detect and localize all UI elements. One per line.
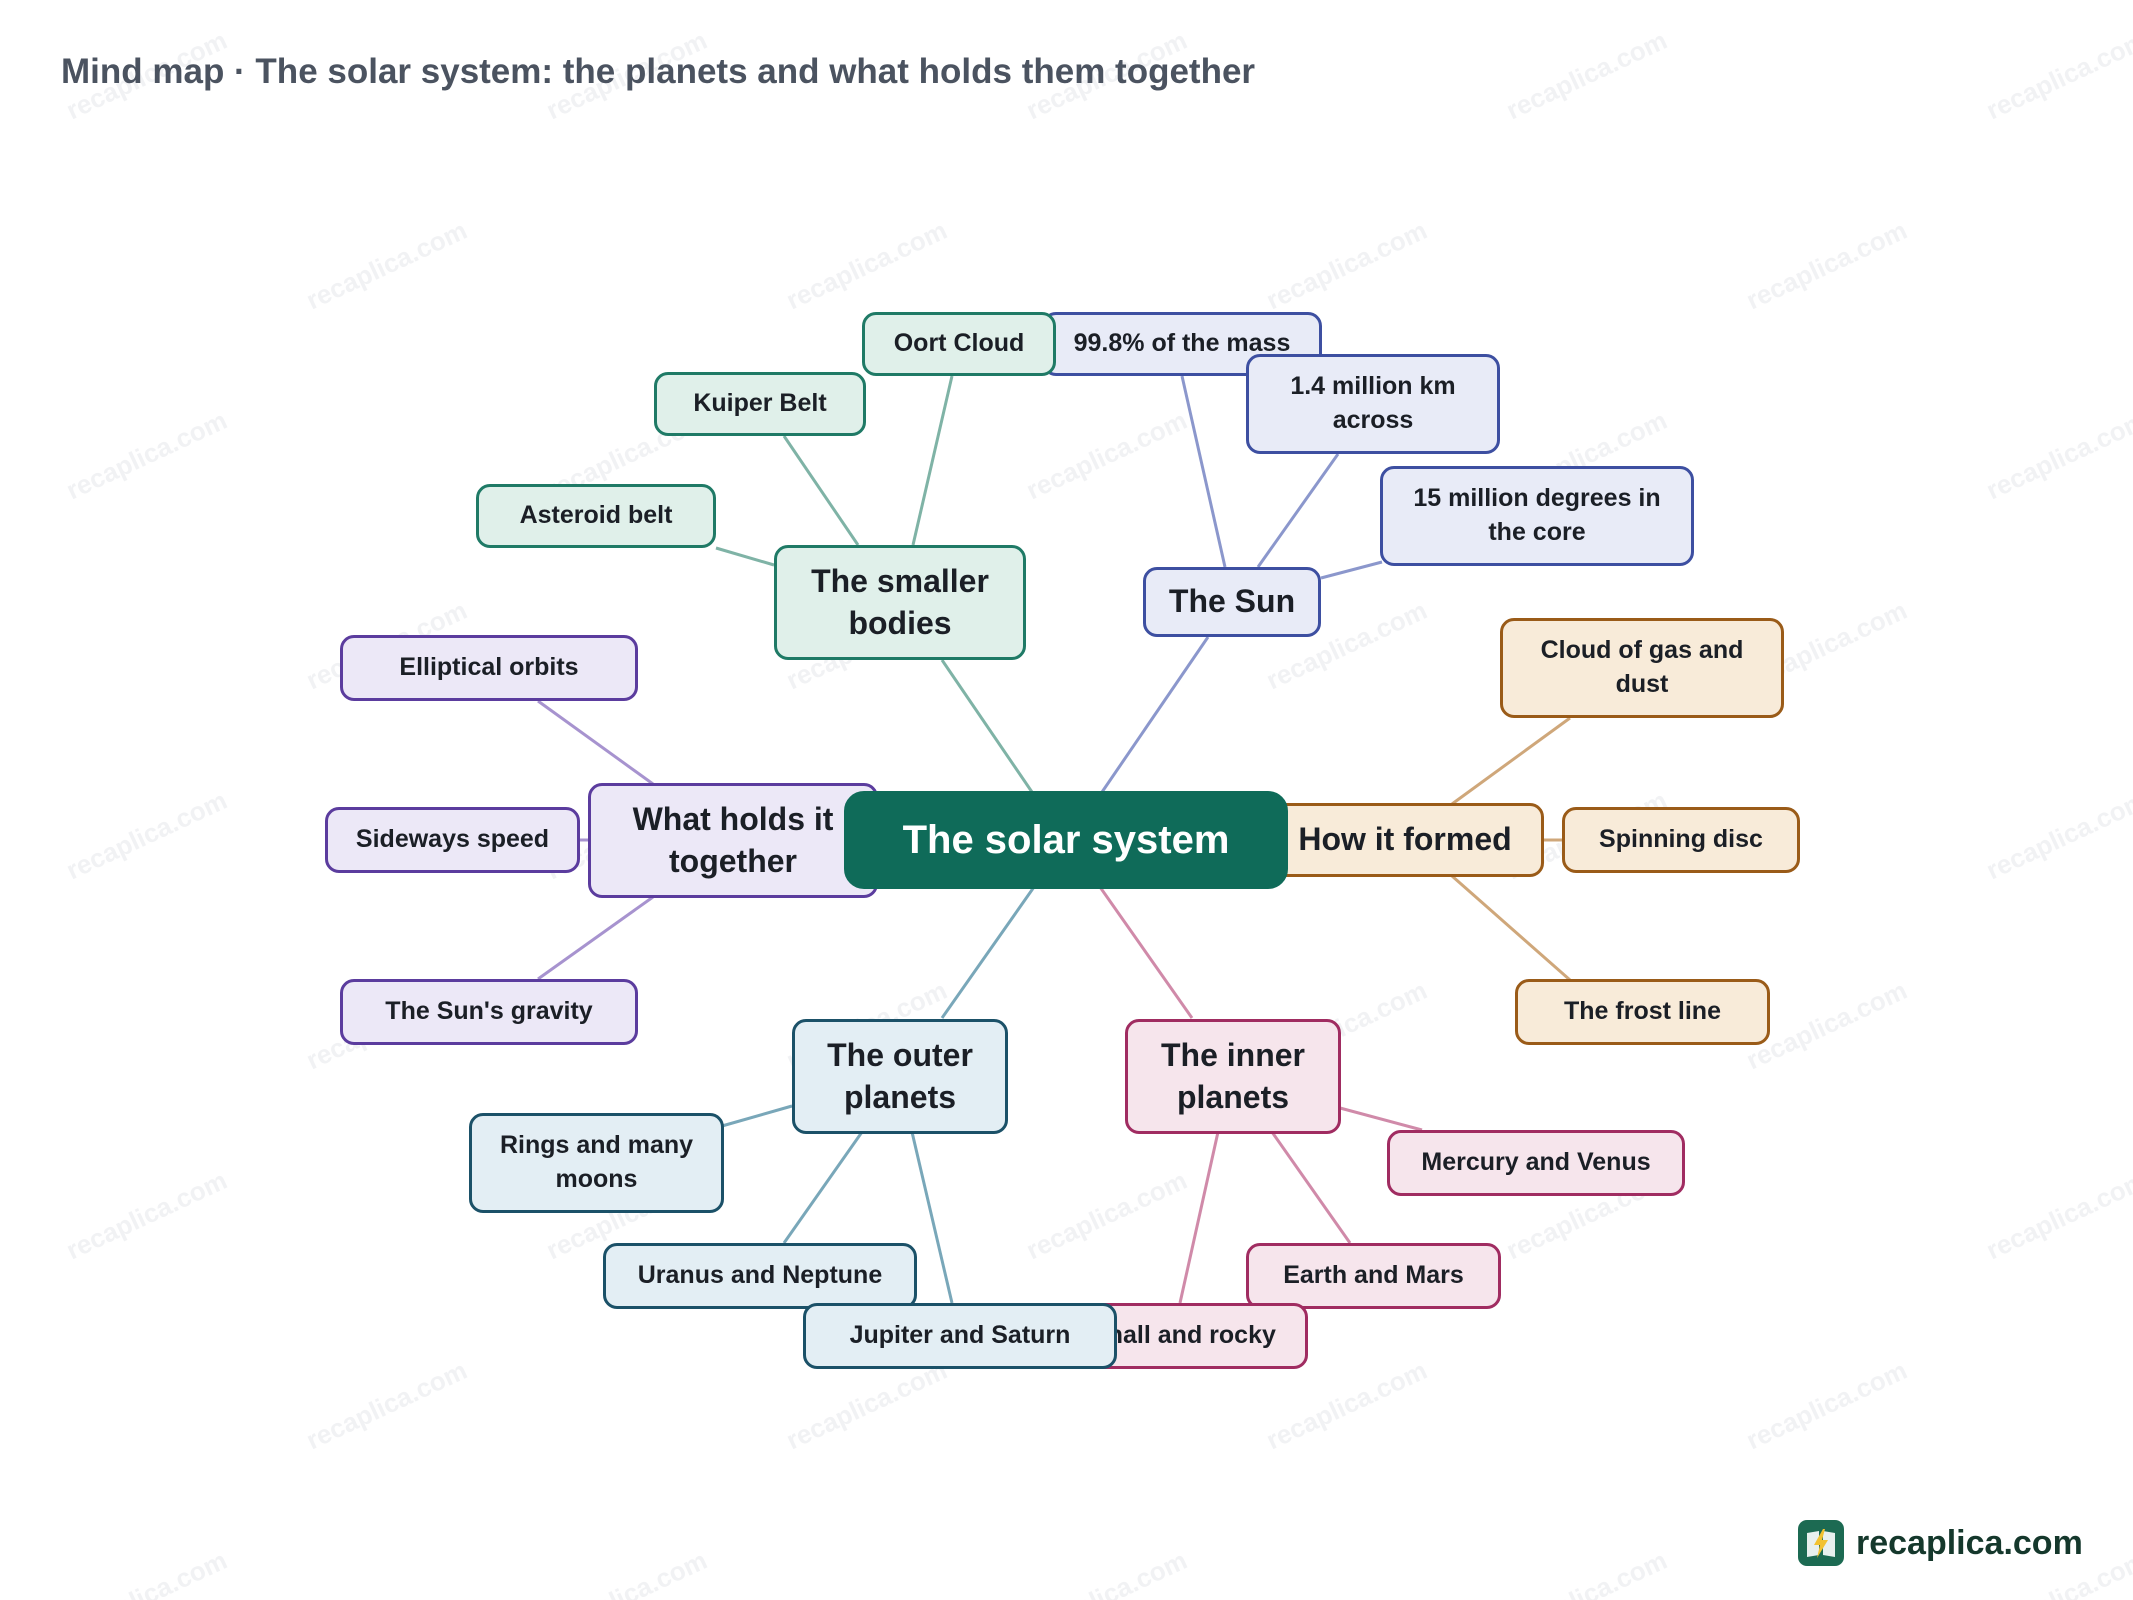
edge-hold-elliptical <box>537 699 654 786</box>
edge-outer-uranus <box>782 1131 864 1244</box>
node-branch-sun[interactable]: The Sun <box>1143 567 1321 637</box>
node-branch-outer[interactable]: The outer planets <box>792 1019 1008 1134</box>
edge-center-inner <box>1098 886 1194 1019</box>
lightning-book-icon <box>1798 1520 1844 1566</box>
edge-center-outer <box>940 886 1036 1019</box>
node-formed-disc[interactable]: Spinning disc <box>1562 807 1800 873</box>
edge-formed-frost <box>1451 874 1571 982</box>
edge-sun-across <box>1256 453 1340 568</box>
node-inner-earth[interactable]: Earth and Mars <box>1246 1243 1501 1309</box>
node-outer-uranus[interactable]: Uranus and Neptune <box>603 1243 917 1309</box>
edge-sun-degrees <box>1320 560 1383 580</box>
edge-inner-rocky <box>1178 1131 1220 1304</box>
node-hold-elliptical[interactable]: Elliptical orbits <box>340 635 638 701</box>
brand-name: recaplica.com <box>1856 1523 2083 1562</box>
edge-smaller-oort <box>911 375 954 546</box>
node-hold-gravity[interactable]: The Sun's gravity <box>340 979 638 1045</box>
node-branch-smaller[interactable]: The smaller bodies <box>774 545 1026 660</box>
edge-outer-rings <box>721 1104 793 1128</box>
edge-sun-mass <box>1180 375 1227 568</box>
edge-hold-gravity <box>537 895 654 981</box>
node-hold-sideways[interactable]: Sideways speed <box>325 807 580 873</box>
edge-outer-jupiter <box>910 1131 954 1304</box>
node-smaller-asteroid[interactable]: Asteroid belt <box>476 484 716 548</box>
node-sun-across[interactable]: 1.4 million km across <box>1246 354 1500 454</box>
node-branch-inner[interactable]: The inner planets <box>1125 1019 1341 1134</box>
node-branch-formed[interactable]: How it formed <box>1266 803 1544 877</box>
node-sun-degrees[interactable]: 15 million degrees in the core <box>1380 466 1694 566</box>
edge-center-sun <box>1098 636 1210 796</box>
node-smaller-oort[interactable]: Oort Cloud <box>862 312 1056 376</box>
node-formed-cloud[interactable]: Cloud of gas and dust <box>1500 618 1784 718</box>
node-center[interactable]: The solar system <box>844 791 1288 889</box>
node-formed-frost[interactable]: The frost line <box>1515 979 1770 1045</box>
node-branch-hold[interactable]: What holds it together <box>588 783 878 898</box>
node-sun-mass[interactable]: 99.8% of the mass <box>1042 312 1322 376</box>
edge-inner-mercury <box>1339 1106 1423 1132</box>
node-inner-mercury[interactable]: Mercury and Venus <box>1387 1130 1685 1196</box>
node-smaller-kuiper[interactable]: Kuiper Belt <box>654 372 866 436</box>
page-title: Mind map · The solar system: the planets… <box>61 52 1256 91</box>
edge-center-smaller <box>940 659 1036 796</box>
edge-smaller-kuiper <box>782 435 860 546</box>
edge-formed-cloud <box>1451 716 1571 806</box>
node-outer-jupiter[interactable]: Jupiter and Saturn <box>803 1303 1117 1369</box>
edge-inner-earth <box>1270 1131 1352 1244</box>
brand-logo[interactable]: recaplica.com <box>1798 1520 2083 1566</box>
edge-smaller-asteroid <box>715 546 775 567</box>
node-outer-rings[interactable]: Rings and many moons <box>469 1113 724 1213</box>
